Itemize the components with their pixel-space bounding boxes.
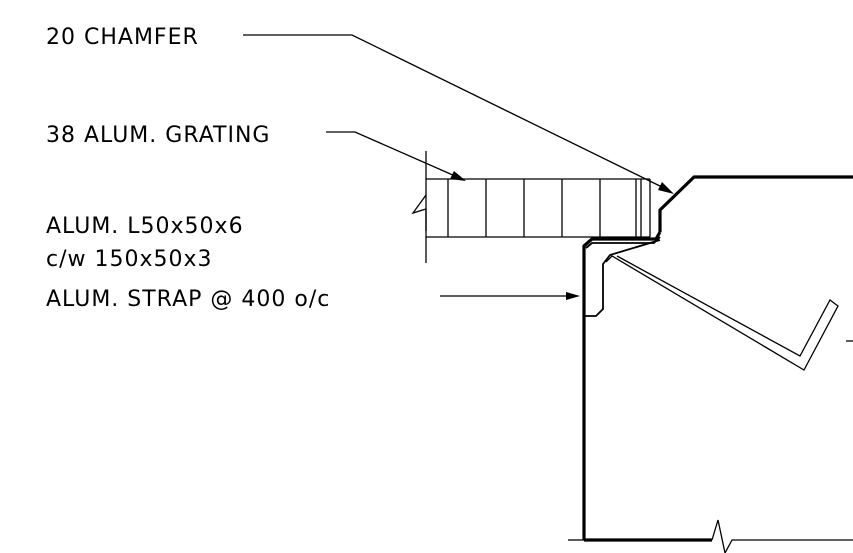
grating-leader	[326, 131, 466, 181]
grating-section	[411, 151, 651, 263]
concrete-wall-profile	[568, 175, 853, 553]
chamfer-leader	[243, 34, 674, 194]
strap-leader	[440, 292, 580, 300]
grating-callout-label: 38 ALUM. GRATING	[46, 123, 270, 148]
angle-callout-line1: ALUM. L50x50x6	[46, 214, 244, 239]
chamfer-callout-label: 20 CHAMFER	[46, 25, 199, 50]
angle-callout-line3: ALUM. STRAP @ 400 o/c	[46, 287, 330, 312]
angle-callout-line2: c/w 150x50x3	[46, 247, 213, 272]
aluminum-angle-strap	[584, 236, 853, 371]
